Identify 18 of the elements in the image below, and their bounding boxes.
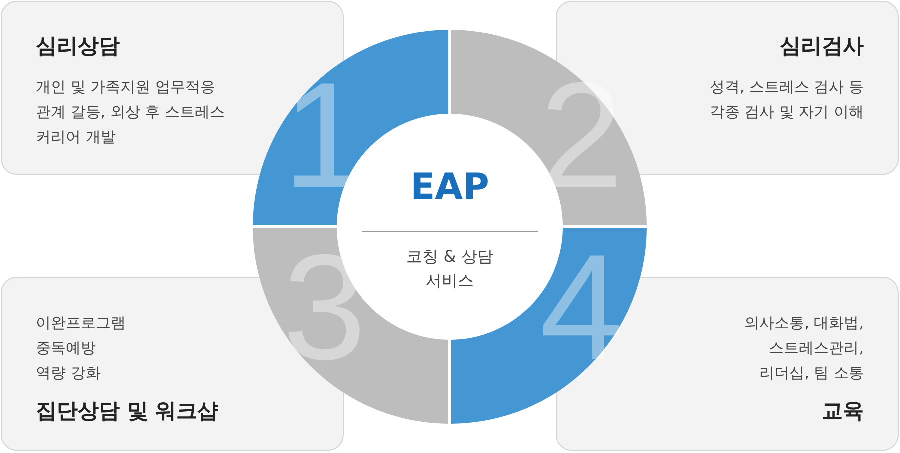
card-heading: 집단상담 및 워크샵 bbox=[36, 398, 219, 425]
card-text: 개인 및 가족지원 업무적응 bbox=[36, 77, 216, 98]
segment-number: 4 bbox=[540, 232, 624, 382]
card-text: 커리어 개발 bbox=[36, 127, 116, 148]
card-heading: 교육 bbox=[822, 398, 864, 425]
card-text: 리더십, 팀 소통 bbox=[760, 363, 864, 384]
card-text: 스트레스관리, bbox=[769, 338, 864, 359]
card-text: 중독예방 bbox=[36, 338, 96, 359]
card-text: 성격, 스트레스 검사 등 bbox=[710, 77, 864, 98]
card-heading: 심리검사 bbox=[780, 33, 864, 60]
card-text: 이완프로그램 bbox=[36, 313, 126, 334]
card-text: 각종 검사 및 자기 이해 bbox=[710, 102, 864, 123]
center-text: 코칭 & 상담 서비스 bbox=[406, 246, 494, 292]
card-text: 역량 강화 bbox=[36, 363, 101, 384]
card-heading: 심리상담 bbox=[36, 33, 120, 60]
center-title: EAP bbox=[410, 167, 490, 208]
card-text: 관계 갈등, 외상 후 스트레스 bbox=[36, 102, 225, 123]
card-text: 의사소통, 대화법, bbox=[744, 313, 864, 334]
